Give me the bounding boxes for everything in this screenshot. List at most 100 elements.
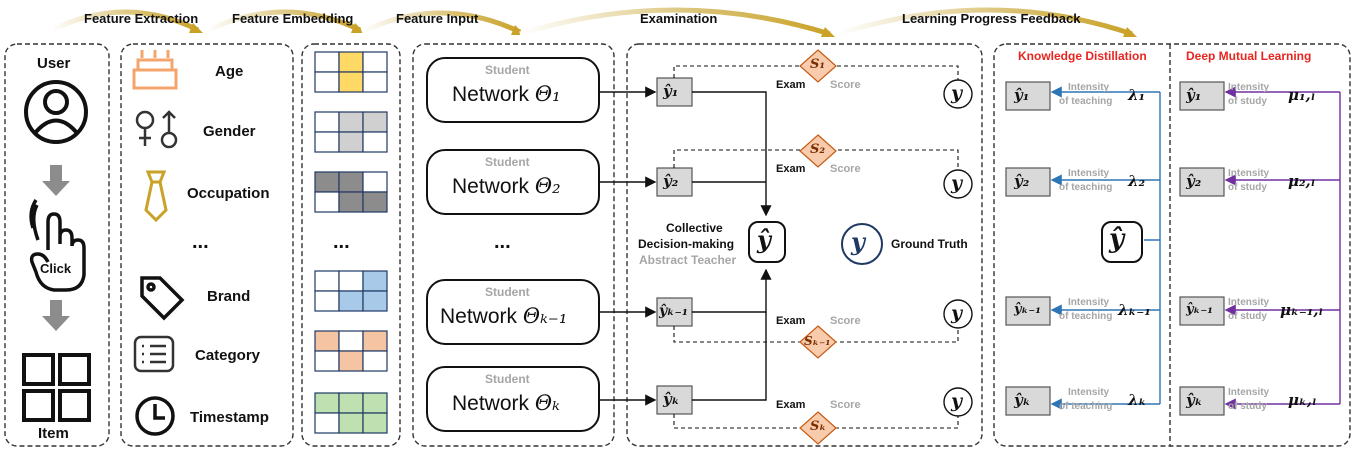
embedding-cell <box>338 131 364 153</box>
score-label-2: Score <box>830 163 861 175</box>
stage-label-examination: Examination <box>640 11 718 26</box>
panel-features <box>120 43 294 447</box>
stage-arrow-2 <box>206 9 362 33</box>
dml-yhat: ŷ₂ <box>1186 172 1202 190</box>
panel-user <box>4 43 110 447</box>
embedding-ellipsis: ... <box>333 231 350 253</box>
embedding-cell <box>338 191 364 213</box>
kd-teaching-label: of teaching <box>1059 182 1113 193</box>
kd-yhat: ŷₖ <box>1014 391 1031 409</box>
stage-label-feature-input: Feature Input <box>396 11 479 26</box>
dml-yhat: ŷₖ₋₁ <box>1186 302 1213 317</box>
embedding-cell <box>338 270 364 292</box>
embedding-cell <box>314 392 340 414</box>
stage-arrow-3 <box>360 10 522 35</box>
embedding-cell <box>362 330 388 352</box>
kd-intensity-label: Intensity <box>1068 168 1110 179</box>
kd-intensity-label: Intensity <box>1068 297 1110 308</box>
dml-mu: μ₂,ₗ <box>1288 172 1316 190</box>
embedding-cell <box>338 111 364 133</box>
exam-label-2: Exam <box>776 163 806 175</box>
student-name-3: Network Θₖ₋₁ <box>440 304 568 328</box>
dml-yhat: ŷ₁ <box>1186 86 1202 104</box>
student-name-2: Network Θ₂ <box>452 174 561 198</box>
teacher-line3: Abstract Teacher <box>639 253 737 267</box>
student-box-4 <box>426 366 600 432</box>
score-symbol-1: S₁ <box>810 57 826 72</box>
embedding-cell <box>314 171 340 193</box>
kd-lambda: λₖ₋₁ <box>1118 301 1151 319</box>
dml-title: Deep Mutual Learning <box>1186 49 1312 63</box>
kd-title: Knowledge Distillation <box>1018 49 1147 63</box>
score-symbol-4: Sₖ <box>810 419 827 434</box>
embedding-cell <box>338 392 364 414</box>
student-box-1 <box>426 57 600 123</box>
dml-study-label: of study <box>1228 96 1267 107</box>
feature-timestamp: Timestamp <box>190 409 269 426</box>
kd-lambda: λ₁ <box>1128 86 1146 104</box>
feature-category: Category <box>195 347 261 364</box>
kd-lambda: λ₂ <box>1128 172 1146 190</box>
kd-yhat: ŷ₁ <box>1014 86 1030 104</box>
embedding-cell <box>362 71 388 93</box>
down-arrow-icon <box>42 165 70 196</box>
embedding-cell <box>362 350 388 372</box>
feedback-teacher-box <box>1101 221 1143 263</box>
y-circle-3: y <box>951 302 963 324</box>
embedding-cell <box>338 412 364 434</box>
dml-mu: μₖ,ₗ <box>1288 391 1317 409</box>
teacher-line1: Collective <box>666 221 723 235</box>
dml-mu: μₖ₋₁,ₗ <box>1280 301 1323 319</box>
clock-icon <box>135 396 175 436</box>
stage-arrow-4 <box>519 7 831 37</box>
panel-feedback <box>993 43 1351 447</box>
stage-arrows <box>50 7 1137 37</box>
yhat-2: ŷ₂ <box>663 172 679 190</box>
score-diamond-4 <box>799 411 837 445</box>
score-label-3: Score <box>830 315 861 327</box>
embedding-cell <box>338 51 364 73</box>
embedding-cell <box>362 191 388 213</box>
embedding-cell <box>314 51 340 73</box>
embedding-cell <box>314 350 340 372</box>
stage-arrow-5 <box>837 7 1133 37</box>
ground-truth-symbol: y <box>851 227 865 256</box>
dml-yhat: ŷₖ <box>1186 391 1203 409</box>
exam-label-3: Exam <box>776 315 806 327</box>
score-diamond-1 <box>799 49 837 83</box>
score-symbol-2: S₂ <box>810 142 826 157</box>
embedding-cell <box>362 412 388 434</box>
embedding-cell <box>362 111 388 133</box>
embedding-cell <box>314 330 340 352</box>
user-label: User <box>37 55 71 72</box>
kd-teaching-label: of teaching <box>1059 311 1113 322</box>
down-arrow-icon <box>42 300 70 331</box>
teacher-symbol: ŷ <box>757 225 771 254</box>
embedding-cell <box>338 350 364 372</box>
student-name-1: Network Θ₁ <box>452 82 561 106</box>
embedding-grid <box>314 51 388 93</box>
dml-intensity-label: Intensity <box>1228 387 1270 398</box>
y-circle-2: y <box>951 172 963 194</box>
embedding-cell <box>314 111 340 133</box>
embedding-cell <box>314 412 340 434</box>
yhat-1: ŷ₁ <box>663 82 679 100</box>
panel-embedding <box>301 43 401 447</box>
embedding-cell <box>338 330 364 352</box>
student-caption-1: Student <box>485 63 530 77</box>
yhat-3: ŷₖ₋₁ <box>659 303 688 319</box>
feature-age: Age <box>215 63 244 80</box>
embedding-cell <box>314 131 340 153</box>
embedding-cell <box>362 290 388 312</box>
stage-label-feature-extraction: Feature Extraction <box>84 11 199 26</box>
exam-label-1: Exam <box>776 79 806 91</box>
score-label-1: Score <box>830 79 861 91</box>
score-label-4: Score <box>830 399 861 411</box>
stage-arrow-1 <box>50 9 200 33</box>
score-diamond-3 <box>799 325 837 359</box>
dml-study-label: of study <box>1228 182 1267 193</box>
embedding-cell <box>362 131 388 153</box>
embedding-grid <box>314 171 388 213</box>
